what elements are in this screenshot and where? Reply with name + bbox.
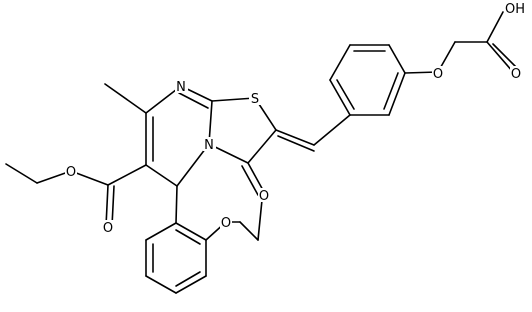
bond (257, 199, 263, 241)
bond (211, 97, 256, 102)
bond (145, 275, 177, 294)
bond (175, 271, 201, 287)
atom-labels: OH O O S N N O O O O (65, 0, 526, 236)
bond (145, 164, 178, 187)
bond (239, 221, 259, 241)
bond (329, 44, 351, 81)
bond (208, 100, 213, 145)
bond (388, 72, 406, 116)
bond (247, 162, 265, 193)
bond (175, 185, 178, 224)
bond (277, 135, 315, 152)
bond (70, 170, 109, 186)
bond (178, 92, 209, 109)
bond (111, 185, 115, 227)
bond (104, 83, 147, 114)
label-o-acid-carbonyl: O (511, 67, 521, 82)
bond (388, 44, 406, 74)
bonds (5, 11, 518, 294)
label-o-thiazolone: O (259, 189, 269, 204)
bond (145, 222, 177, 241)
bond (486, 41, 514, 73)
bond (107, 164, 147, 186)
bond (492, 43, 518, 69)
label-o-ester-carbonyl: O (103, 221, 113, 236)
label-n-bridge: N (204, 138, 214, 153)
bond (383, 72, 399, 110)
bond (241, 165, 259, 196)
bond (175, 229, 201, 245)
bond (247, 129, 277, 164)
bond (275, 129, 315, 146)
bond (329, 79, 351, 116)
bond (5, 163, 38, 184)
label-o-ethoxy: O (221, 216, 231, 231)
label-oh: OH (505, 2, 525, 17)
label-o-ester-ether: O (66, 165, 76, 180)
bond (313, 114, 351, 146)
bond (175, 275, 207, 294)
bond (486, 11, 504, 43)
bond (175, 222, 207, 241)
label-s-thiazole: S (251, 92, 259, 107)
bond (336, 79, 355, 110)
label-o-ether-aryl: O (433, 67, 443, 82)
label-n-pyrimidine: N (176, 80, 186, 95)
bond (105, 184, 109, 227)
